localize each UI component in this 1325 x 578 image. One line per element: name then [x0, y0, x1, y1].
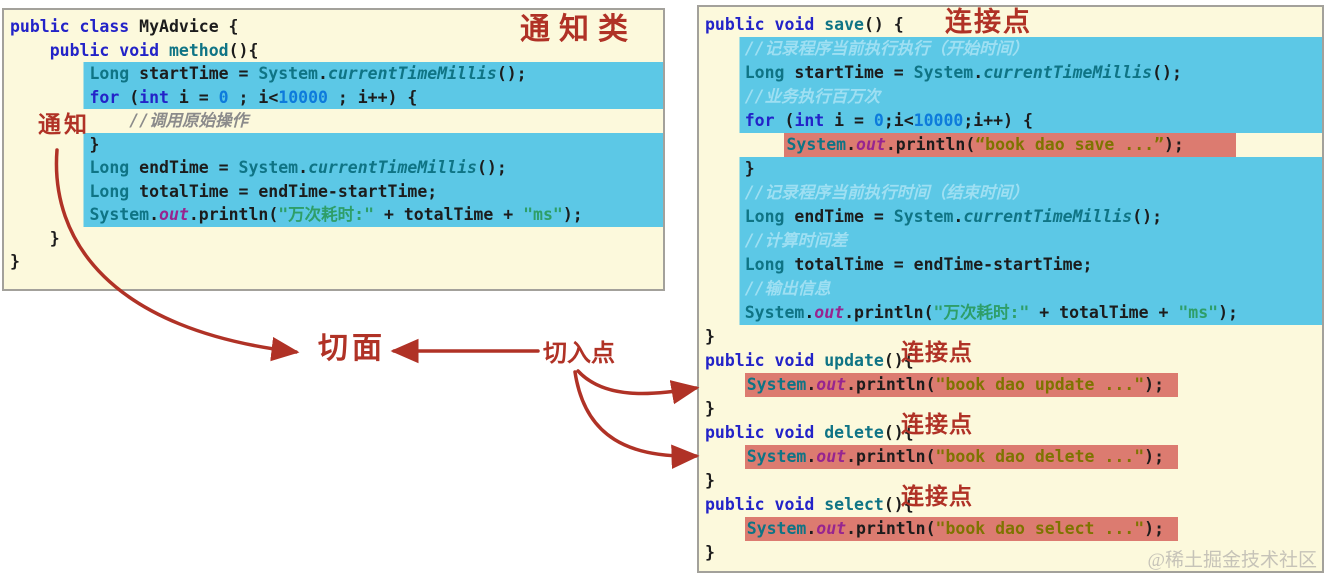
dao-class-panel: public void save() { //记录程序当前执行执行（开始时间） … — [697, 5, 1324, 573]
code-line: System.out.println("万次耗时:" + totalTime +… — [10, 203, 663, 227]
code-line: } — [705, 399, 715, 418]
code-line: Long endTime = System.currentTimeMillis(… — [10, 156, 663, 180]
label-joinpoint-delete: 连接点 — [901, 412, 973, 437]
code-line: Long endTime = System.currentTimeMillis(… — [705, 205, 1322, 229]
code-line: Long totalTime = endTime-startTime; — [10, 179, 663, 203]
code-line: for (int i = 0;i<10000;i++) { — [705, 109, 1322, 133]
code-line: //记录程序当前执行时间（结束时间） — [705, 181, 1322, 205]
highlight-joinpoint: System.out.println("book dao delete ..."… — [744, 445, 1179, 469]
code-line: public void delete(){ — [705, 423, 914, 442]
label-joinpoint-save: 连接点 — [945, 7, 1032, 37]
code-line: //记录程序当前执行执行（开始时间） — [705, 37, 1322, 61]
code-line: Long startTime = System.currentTimeMilli… — [705, 61, 1322, 85]
label-advice: 通知 — [38, 112, 90, 137]
code-line: System.out.println("万次耗时:" + totalTime +… — [705, 301, 1322, 325]
code-line: System.out.println("book dao select ..."… — [705, 517, 1322, 541]
code-line: public void save() { — [705, 15, 904, 34]
arrow-pointcut-to-delete — [573, 370, 700, 469]
label-joinpoint-update: 连接点 — [901, 340, 973, 365]
code-line: Long totalTime = endTime-startTime; — [705, 253, 1322, 277]
code-line: System.out.println("book dao update ..."… — [705, 373, 1322, 397]
code-line: public void select(){ — [705, 495, 914, 514]
code-line: } — [705, 157, 1322, 181]
code-line: } — [10, 252, 20, 271]
code-line: } — [10, 132, 663, 156]
code-line: System.out.println(“book dao save ...”); — [705, 133, 1322, 157]
code-line: for (int i = 0 ; i<10000 ; i++) { — [10, 85, 663, 109]
advice-class-panel: public class MyAdvice { public void meth… — [2, 8, 665, 291]
label-joinpoint-select: 连接点 — [901, 484, 973, 509]
label-aspect: 切面 — [318, 332, 386, 365]
code-line: public void method(){ — [49, 40, 259, 60]
code-line: } — [705, 327, 715, 346]
code-line: System.out.println("book dao delete ..."… — [705, 445, 1322, 469]
arrow-pointcut-to-update — [576, 369, 700, 405]
dao-panel-code: public void save() { //记录程序当前执行执行（开始时间） … — [699, 7, 1322, 565]
code-line: Long startTime = System.currentTimeMilli… — [10, 62, 663, 86]
highlight-joinpoint: System.out.println("book dao select ..."… — [744, 517, 1179, 541]
watermark: @稀土掘金技术社区 — [1147, 550, 1318, 571]
advice-panel-code: public class MyAdvice { public void meth… — [4, 10, 663, 274]
highlight-joinpoint: System.out.println(“book dao save ...”); — [784, 133, 1236, 157]
code-line: } — [705, 543, 715, 562]
label-advice-class: 通知类 — [520, 13, 637, 46]
code-line: //调用原始操作 — [129, 111, 249, 130]
highlight-joinpoint: System.out.println("book dao update ..."… — [744, 373, 1179, 397]
label-pointcut: 切入点 — [543, 341, 615, 367]
code-line: //业务执行百万次 — [705, 85, 1322, 109]
code-line: public void update(){ — [705, 351, 914, 370]
code-line: //计算时间差 — [705, 229, 1322, 253]
code-line: public class MyAdvice { — [10, 17, 239, 36]
code-line: //输出信息 — [705, 277, 1322, 301]
code-line: } — [705, 471, 715, 490]
code-line: } — [49, 228, 60, 248]
